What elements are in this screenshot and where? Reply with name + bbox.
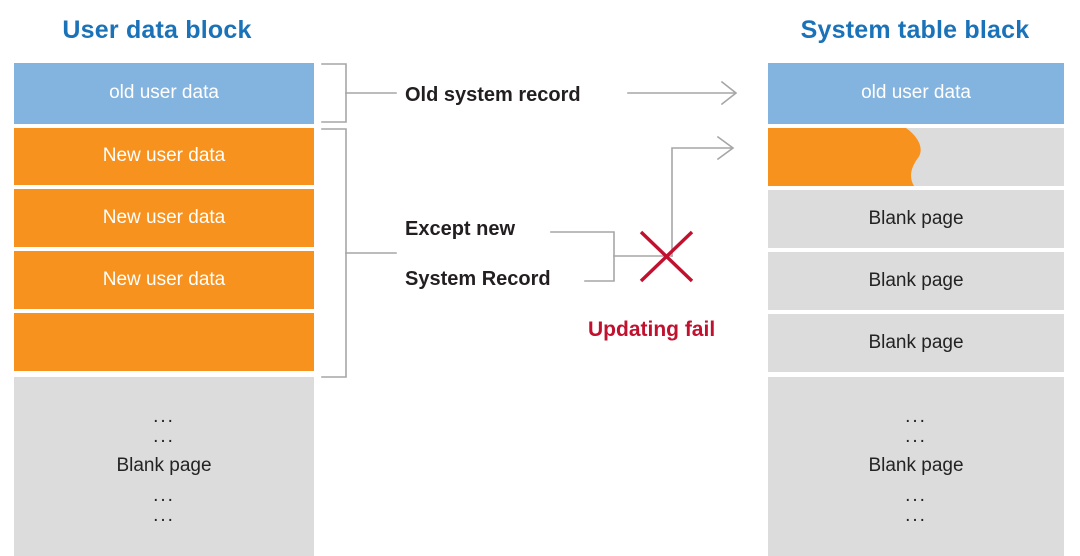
failure-x-icon xyxy=(639,230,694,283)
bracket-except-new-system-record xyxy=(550,231,615,282)
tail-dots-top-1: ... xyxy=(905,406,927,428)
bracket-new-user-data xyxy=(321,128,347,378)
label-except-new: Except new xyxy=(405,218,516,240)
tail-dots-bottom-2: ... xyxy=(153,504,175,526)
user-block-row-new-user-data-3: New user data xyxy=(14,251,314,309)
torn-page-shape-icon xyxy=(768,128,1064,186)
system-block-row-blank-page-1: Blank page xyxy=(768,190,1064,248)
bracket-old-user-data xyxy=(321,63,347,123)
tail-label: Blank page xyxy=(116,455,212,477)
row-label: New user data xyxy=(102,268,226,290)
system-block-tail-blank-page: ... ... Blank page ... ... xyxy=(768,377,1064,556)
tail-dots-bottom-1: ... xyxy=(153,484,175,506)
tail-dots-bottom-1: ... xyxy=(905,484,927,506)
user-data-block-title: User data block xyxy=(62,16,252,44)
arrow-old-system-record-head xyxy=(720,80,738,106)
row-label: old user data xyxy=(109,82,219,104)
row-label: Blank page xyxy=(868,331,964,353)
row-label: Blank page xyxy=(868,207,964,229)
tail-dots-bottom-2: ... xyxy=(905,504,927,526)
system-block-row-blank-page-2: Blank page xyxy=(768,252,1064,310)
label-system-record: System Record xyxy=(405,268,551,290)
label-old-system-record: Old system record xyxy=(405,84,581,106)
user-block-tail-blank-page: ... ... Blank page ... ... xyxy=(14,377,314,556)
tail-dots-top-2: ... xyxy=(153,426,175,448)
arrow-update-path-head xyxy=(716,135,735,161)
user-block-row-new-user-data-1: New user data xyxy=(14,128,314,185)
user-block-row-new-user-data-2: New user data xyxy=(14,189,314,247)
label-updating-fail: Updating fail xyxy=(588,318,716,341)
arrow-update-path-line xyxy=(671,147,733,257)
row-label: New user data xyxy=(102,145,226,167)
tail-label: Blank page xyxy=(868,455,964,477)
system-block-row-blank-page-3: Blank page xyxy=(768,314,1064,372)
system-block-row-partial-write xyxy=(768,128,1064,186)
tail-dots-top-2: ... xyxy=(905,426,927,448)
row-label: New user data xyxy=(102,206,226,228)
system-table-block-title: System table black xyxy=(800,16,1030,44)
system-block-row-old-user-data: old user data xyxy=(768,63,1064,124)
row-label: old user data xyxy=(861,82,971,104)
user-block-row-old-user-data: old user data xyxy=(14,63,314,124)
user-block-row-empty xyxy=(14,313,314,371)
row-label: Blank page xyxy=(868,269,964,291)
tail-dots-top-1: ... xyxy=(153,406,175,428)
